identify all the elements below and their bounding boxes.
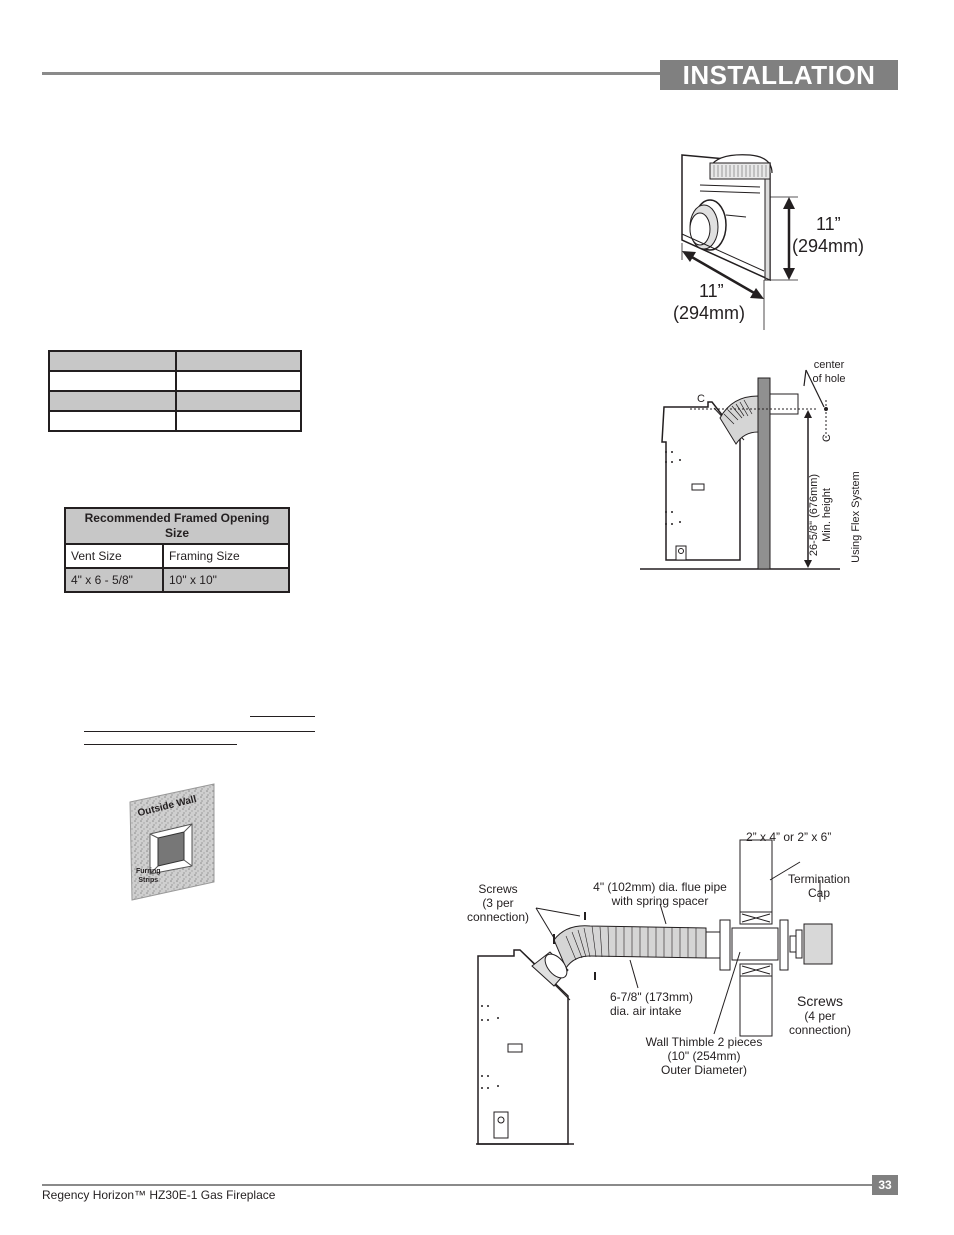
air-intake-label: 6-7/8" (173mm) dia. air intake bbox=[610, 990, 693, 1018]
width-dimension-label: 11” (294mm) bbox=[673, 281, 746, 323]
underline-2 bbox=[84, 731, 315, 732]
table-row bbox=[48, 370, 302, 392]
termination-cap-dimension-figure bbox=[681, 154, 798, 330]
underline-1 bbox=[250, 716, 315, 717]
screws-4-label: Screws (4 per connection) bbox=[788, 993, 852, 1037]
header-rule bbox=[42, 72, 660, 75]
centerline-symbol-top: C bbox=[697, 393, 705, 405]
table-header: Recommended Framed Opening Size bbox=[64, 507, 290, 545]
page-number: 33 bbox=[872, 1175, 898, 1195]
height-dimension-label: 11” (294mm) bbox=[792, 214, 865, 256]
vent-installation-illustration bbox=[476, 839, 833, 1145]
screws-3-label: Screws (3 per connection) bbox=[466, 882, 530, 924]
table-header-row: Recommended Framed Opening Size bbox=[64, 507, 290, 545]
page-title: INSTALLATION bbox=[660, 60, 898, 90]
flue-pipe-label: 4" (102mm) dia. flue pipe with spring sp… bbox=[593, 880, 727, 908]
vent-size-header: Vent Size bbox=[64, 543, 164, 569]
vent-size-value: 4" x 6 - 5/8" bbox=[64, 567, 164, 593]
flex-system-label: Using Flex System bbox=[850, 471, 862, 563]
table-row: 4" x 6 - 5/8" 10" x 10" bbox=[64, 567, 290, 593]
table-row: Vent Size Framing Size bbox=[64, 543, 290, 569]
underline-3 bbox=[84, 744, 237, 745]
lumber-label: 2” x 4” or 2” x 6” bbox=[746, 830, 832, 844]
info-table bbox=[48, 350, 302, 432]
table-row bbox=[48, 350, 302, 372]
side-view-min-height-figure bbox=[640, 369, 840, 570]
table-row bbox=[48, 390, 302, 412]
footer-document-title: Regency Horizon™ HZ30E-1 Gas Fireplace bbox=[42, 1188, 276, 1202]
min-height-label: 26-5/8" (676mm) Min. height bbox=[808, 473, 833, 557]
wall-thimble-label: Wall Thimble 2 pieces (10" (254mm) Outer… bbox=[645, 1035, 763, 1077]
table-row bbox=[48, 410, 302, 432]
footer-rule bbox=[42, 1184, 872, 1186]
outside-wall-illustration bbox=[129, 783, 215, 901]
center-of-hole-label: center of hole bbox=[812, 359, 846, 385]
termination-cap-label: Termination Cap bbox=[787, 872, 851, 900]
framing-size-value: 10" x 10" bbox=[162, 567, 290, 593]
framing-opening-table: Recommended Framed Opening Size Vent Siz… bbox=[64, 507, 290, 593]
furring-strips-label: Furring Strips bbox=[136, 868, 161, 884]
framing-size-header: Framing Size bbox=[162, 543, 290, 569]
centerline-symbol-right: C bbox=[820, 434, 833, 442]
